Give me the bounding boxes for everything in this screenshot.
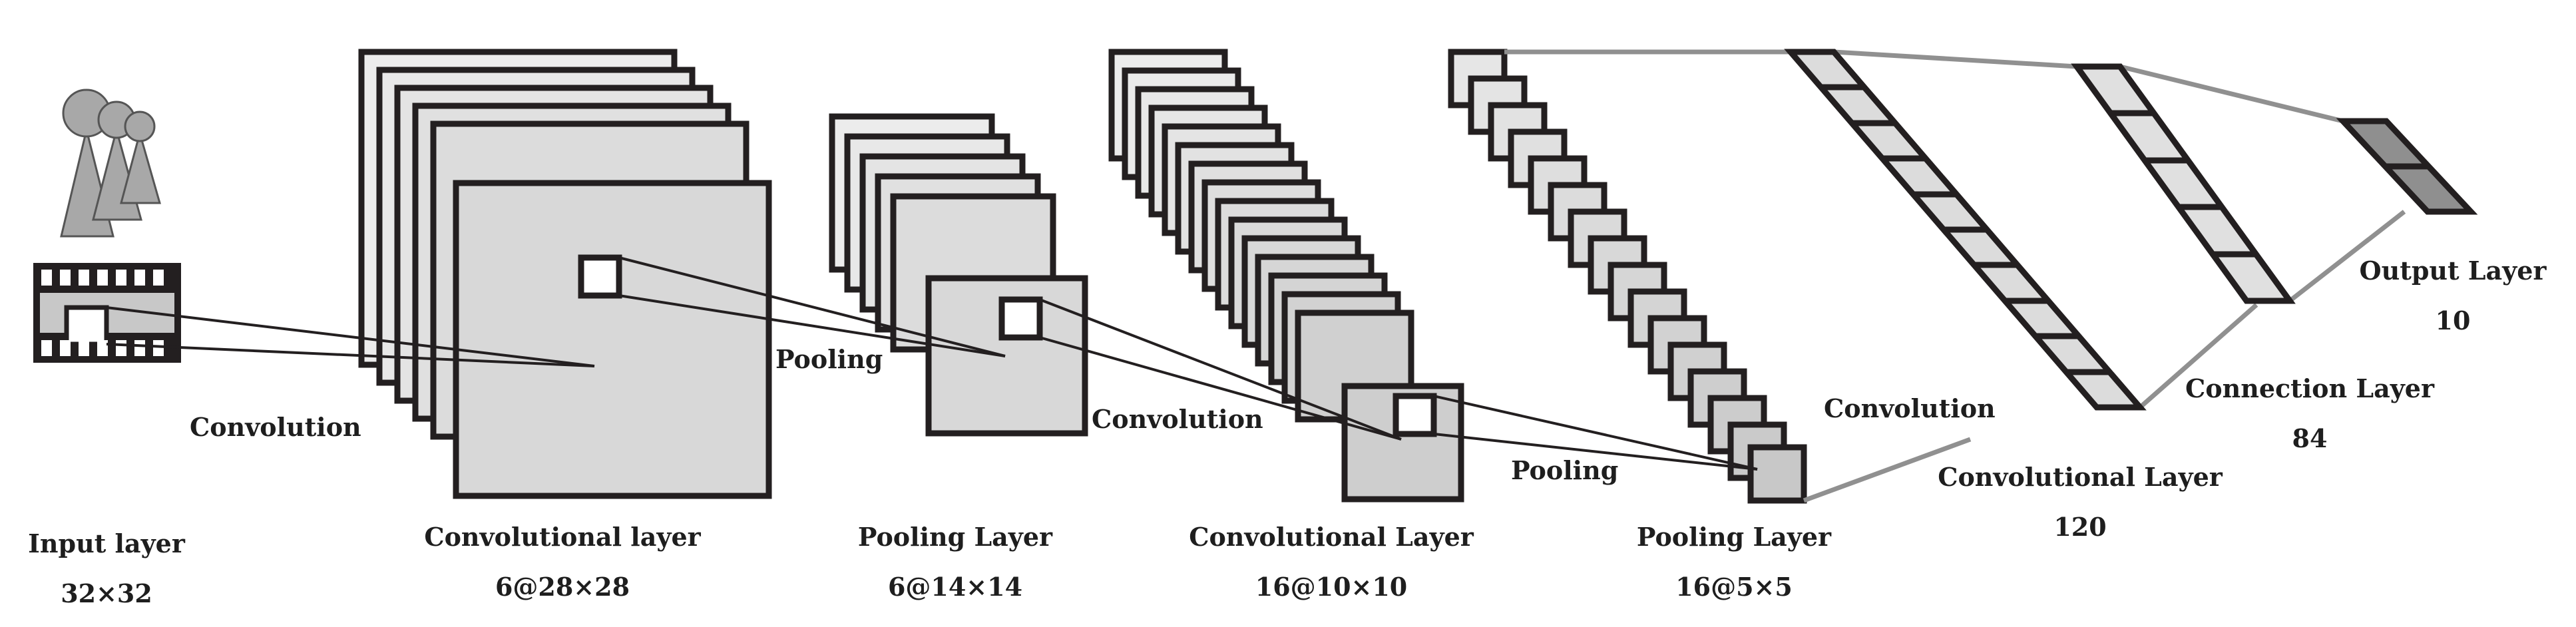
- layer-label-pool1: Pooling Layer 6@14×14: [858, 522, 1053, 602]
- layer-name: Output Layer: [2360, 256, 2547, 286]
- layer-label-conv3: Convolutional Layer 120: [1938, 462, 2223, 542]
- pool1-feature-maps: [829, 113, 1088, 437]
- layer-label-conv2: Convolutional Layer 16@10×10: [1189, 522, 1474, 602]
- op-label-pooling-2: Pooling: [1511, 455, 1618, 485]
- convolution-connectors: [106, 256, 1758, 471]
- layer-size: 32×32: [61, 578, 152, 608]
- pool2-feature-maps: [1448, 49, 1807, 504]
- layer-name: Input layer: [28, 528, 186, 558]
- op-label-convolution-3: Convolution: [1824, 393, 1996, 423]
- layer-label-output: Output Layer 10: [2360, 256, 2547, 335]
- layer-label-conv1: Convolutional layer 6@28×28: [424, 522, 701, 602]
- input-image-icon: [33, 89, 181, 363]
- layer-label-fc: Connection Layer 84: [2185, 373, 2435, 453]
- layer-size: 16@10×10: [1255, 572, 1407, 602]
- layer-name: Convolutional Layer: [1189, 522, 1474, 552]
- layer-name: Convolutional layer: [424, 522, 701, 552]
- output-neurons: [2336, 118, 2478, 215]
- layer-size: 6@14×14: [888, 572, 1022, 602]
- layer-size: 84: [2292, 423, 2328, 453]
- conv3-neurons: [1784, 49, 2147, 411]
- layer-name: Pooling Layer: [858, 522, 1053, 552]
- layer-name: Convolutional Layer: [1938, 462, 2223, 492]
- layer-size: 6@28×28: [495, 572, 630, 602]
- conv1-feature-maps: [358, 49, 772, 499]
- layer-size: 120: [2053, 512, 2106, 542]
- fc-neurons: [2071, 63, 2296, 304]
- people-icon: [60, 89, 161, 238]
- layer-size: 10: [2436, 306, 2471, 335]
- layer-label-input: Input layer 32×32: [28, 528, 186, 608]
- layer-name: Connection Layer: [2185, 373, 2435, 403]
- op-label-convolution-2: Convolution: [1092, 404, 1263, 434]
- fully-connected-connectors: [1504, 49, 2406, 503]
- layer-name: Pooling Layer: [1637, 522, 1832, 552]
- layer-label-pool2: Pooling Layer 16@5×5: [1637, 522, 1832, 602]
- op-label-convolution-1: Convolution: [190, 412, 361, 442]
- layer-size: 16@5×5: [1675, 572, 1793, 602]
- conv2-feature-maps: [1108, 49, 1464, 503]
- op-label-pooling-1: Pooling: [775, 344, 883, 374]
